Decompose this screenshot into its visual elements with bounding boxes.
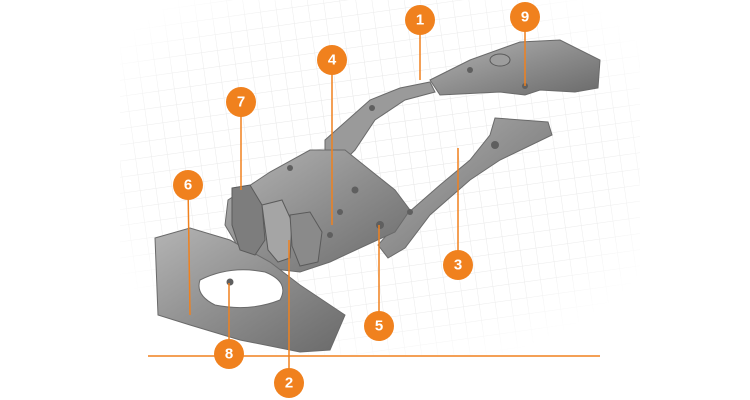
callout-2-label: 2 [285,375,293,392]
callout-5: 5 [364,311,394,341]
callout-6: 6 [173,170,203,200]
callout-8: 8 [214,339,244,369]
callout-2: 2 [274,368,304,398]
callout-9-label: 9 [521,9,529,26]
callout-7-label: 7 [237,94,245,111]
callout-4: 4 [317,45,347,75]
callout-1-label: 1 [416,12,424,29]
callout-7: 7 [226,87,256,117]
callout-9: 9 [510,2,540,32]
chassis-part [154,39,601,353]
callout-4-label: 4 [328,52,337,69]
callout-3: 3 [443,250,473,280]
callout-5-label: 5 [375,318,383,335]
callout-6-label: 6 [184,177,192,194]
callout-8-label: 8 [225,346,233,363]
callout-3-label: 3 [454,257,462,274]
callout-1: 1 [405,5,435,35]
